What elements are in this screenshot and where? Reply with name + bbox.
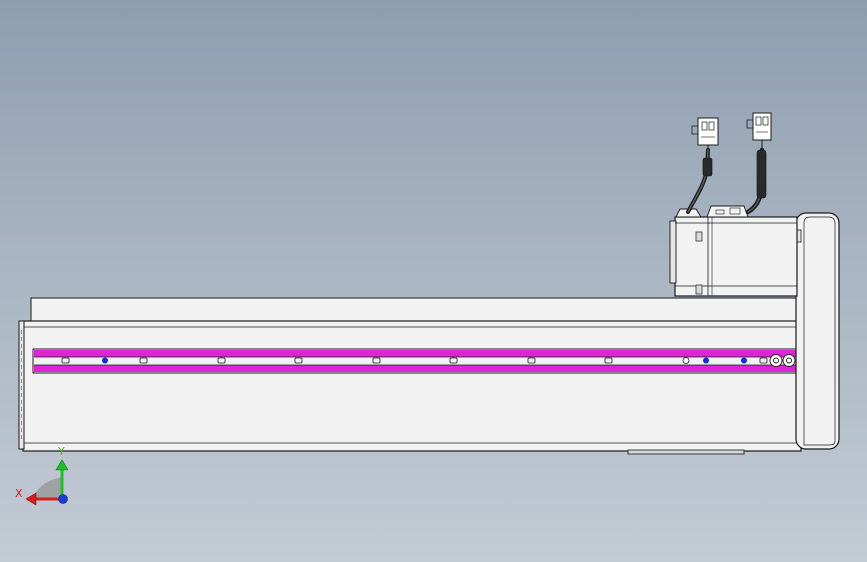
triad-plane <box>33 477 62 500</box>
slot-lower-band <box>34 365 797 372</box>
magenta-guide-slot[interactable] <box>32 348 799 374</box>
end-bearings <box>769 354 796 367</box>
servo-motor[interactable] <box>669 205 798 297</box>
z-axis-dot <box>58 494 68 504</box>
open-hole <box>682 357 690 364</box>
left-end-plate <box>18 320 25 450</box>
y-axis-label: Y <box>57 445 65 458</box>
slot-screws <box>61 357 768 364</box>
motor-housing <box>674 216 798 297</box>
main-extrusion <box>22 320 802 452</box>
top-cover <box>30 297 802 323</box>
bolt-heads <box>102 357 747 364</box>
cable-connectors[interactable] <box>691 112 772 150</box>
right-connector-boss <box>706 205 749 218</box>
bottom-mount-strip <box>627 449 745 455</box>
motor-cables <box>686 147 767 215</box>
motor-rear-flange <box>669 220 677 284</box>
orientation-triad[interactable]: X Y <box>15 445 69 506</box>
slot-upper-band <box>34 350 797 357</box>
connector-left <box>691 117 719 148</box>
x-axis-label: X <box>15 487 23 500</box>
connector-right <box>746 112 772 150</box>
linear-actuator-body[interactable] <box>18 297 802 455</box>
motor-end-cap[interactable] <box>793 212 840 450</box>
